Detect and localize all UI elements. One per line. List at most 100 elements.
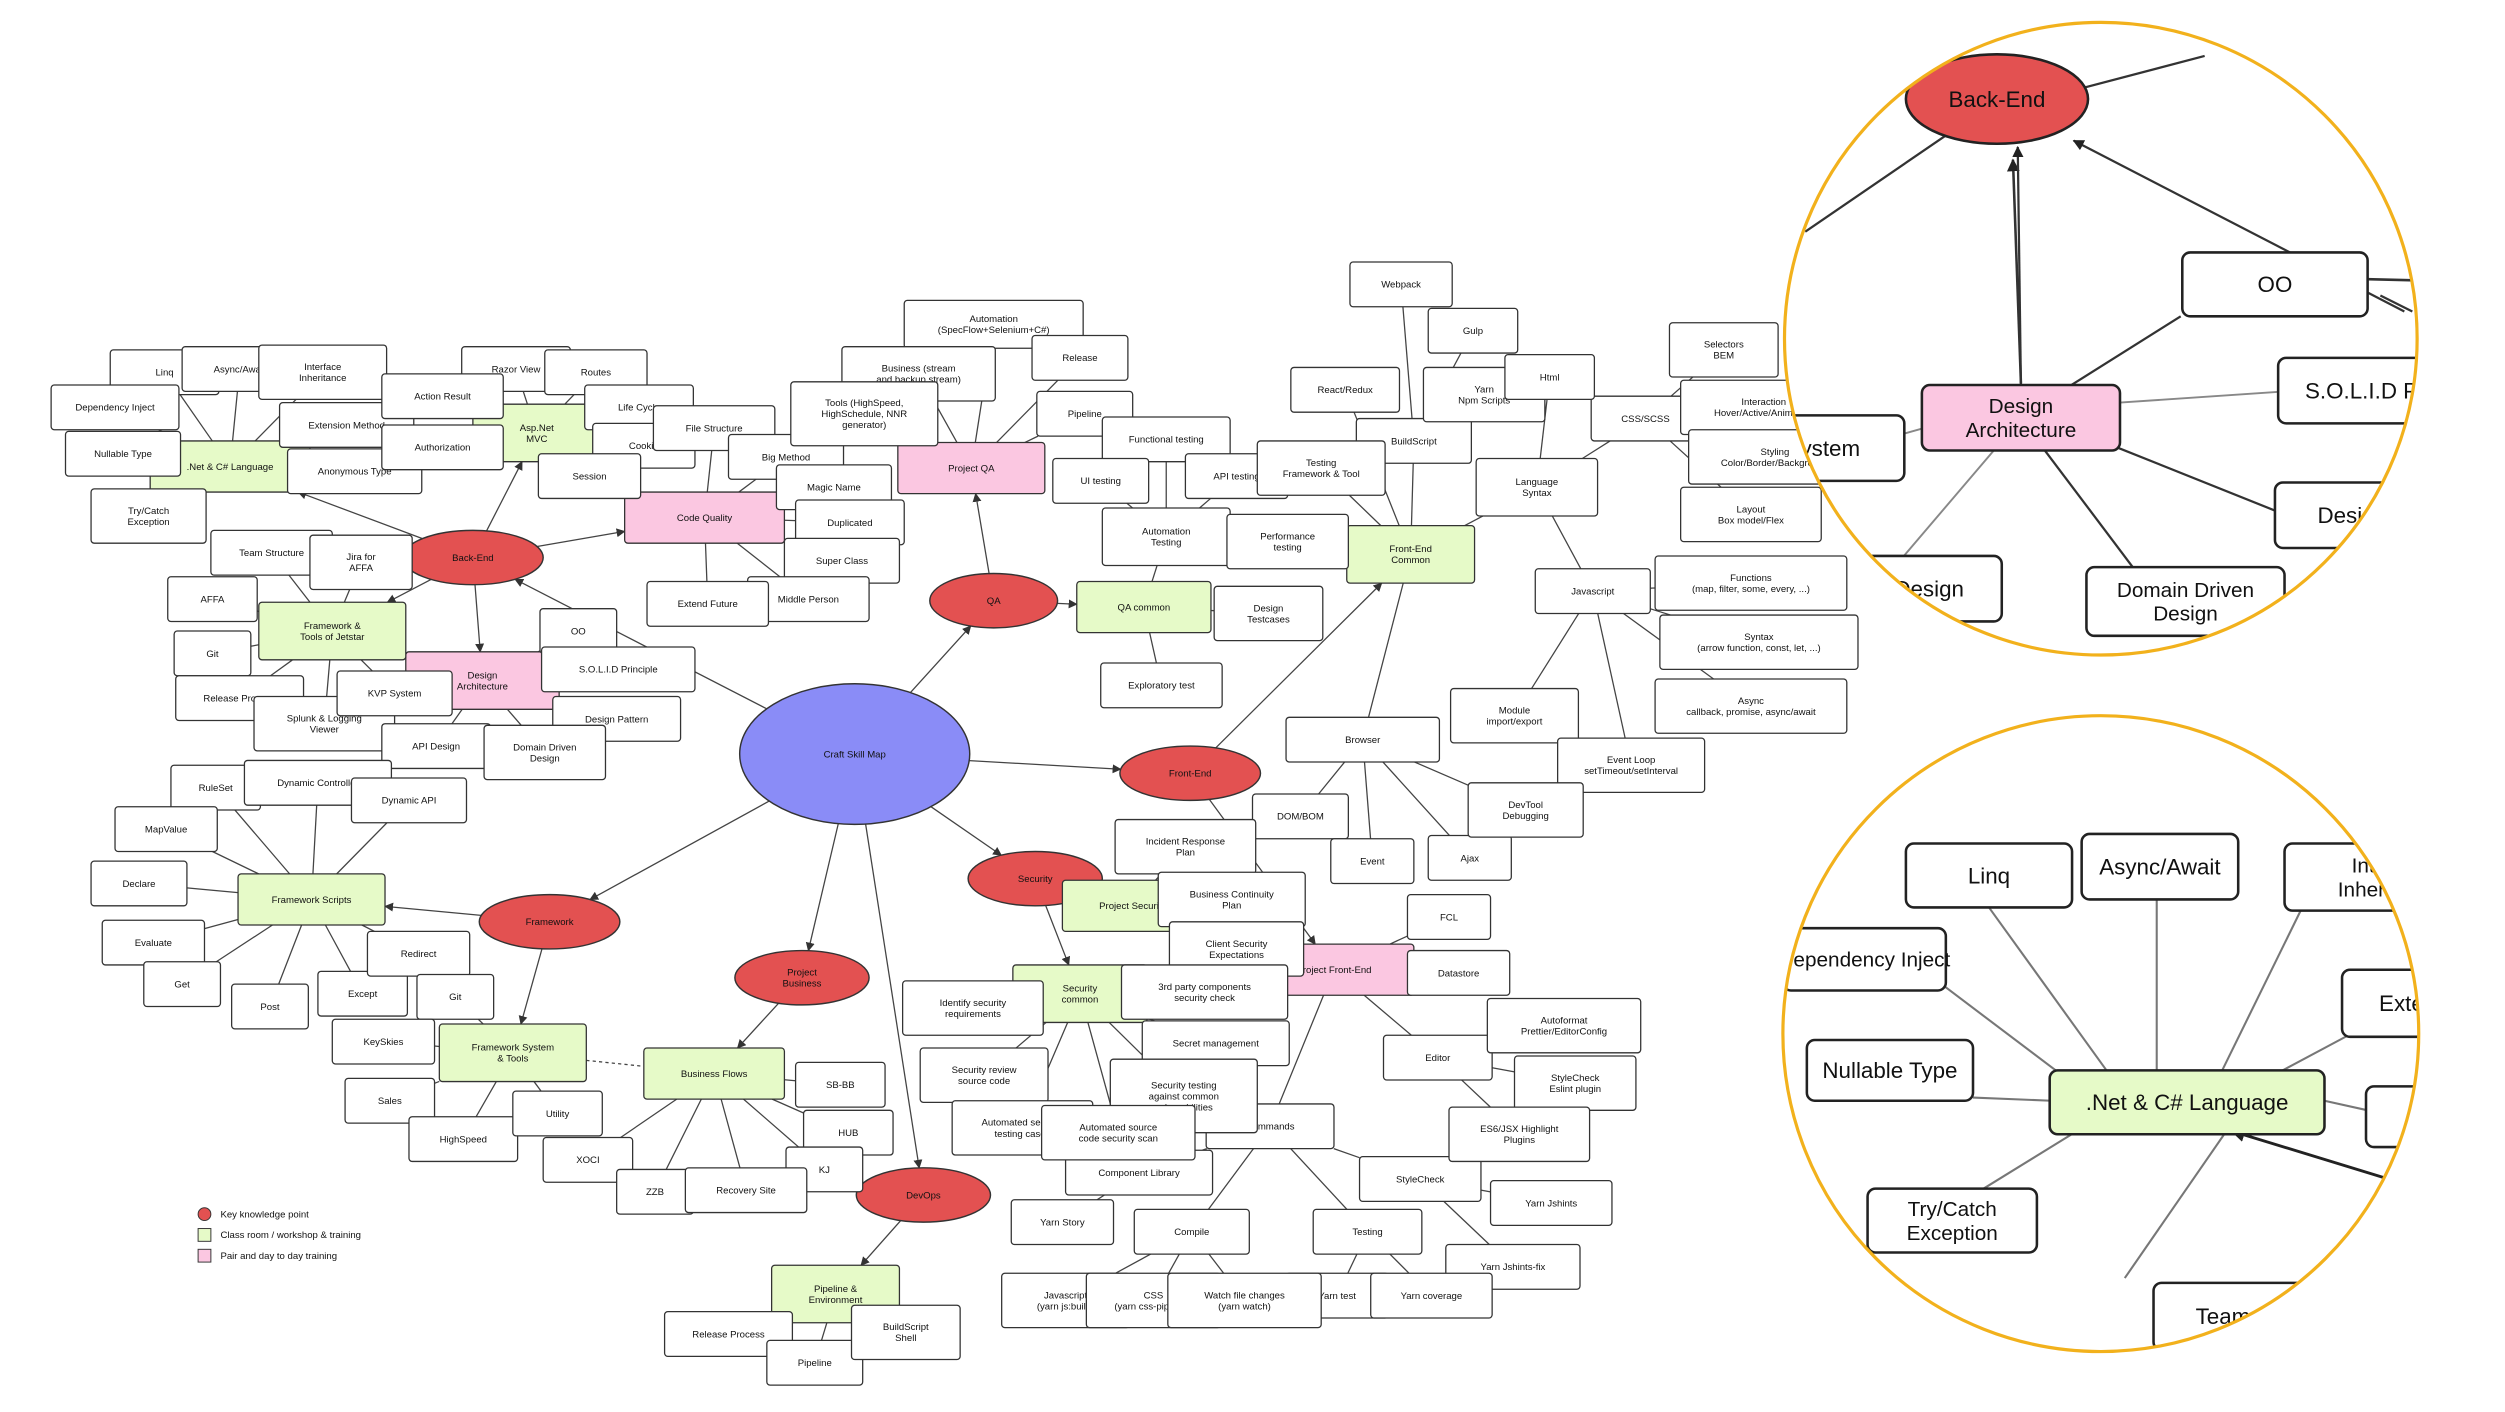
node-action-result[interactable]: Action Result (381, 373, 504, 420)
node-session[interactable]: Session (537, 453, 642, 500)
node-watch-file[interactable]: Watch file changes(yarn watch) (1167, 1272, 1322, 1329)
node-yarn-coverage[interactable]: Yarn coverage (1370, 1272, 1493, 1319)
node-release[interactable]: Release (1031, 334, 1129, 381)
node-editor[interactable]: Editor (1382, 1034, 1493, 1081)
node-html[interactable]: Html (1504, 354, 1596, 401)
node-browser[interactable]: Browser (1285, 716, 1441, 763)
node-git[interactable]: Git (173, 630, 252, 677)
node-center[interactable]: Craft Skill Map (738, 683, 971, 826)
node-fw-scripts[interactable]: Framework Scripts (237, 873, 386, 926)
node-qa[interactable]: QA (929, 572, 1059, 629)
node-recovery-site[interactable]: Recovery Site (684, 1167, 808, 1214)
node-api-design[interactable]: API Design (381, 723, 492, 770)
node-functional-testing[interactable]: Functional testing (1101, 416, 1231, 463)
node-extend-future[interactable]: Extend Future (646, 580, 770, 627)
node-javascript[interactable]: Javascript (1534, 568, 1651, 615)
node-post[interactable]: Post (231, 983, 309, 1030)
node-testing[interactable]: Testing (1312, 1208, 1423, 1255)
node-affa[interactable]: AFFA (167, 576, 258, 623)
node-nullable-type[interactable]: Nullable Type (64, 430, 182, 477)
node-react-redux[interactable]: React/Redux (1290, 366, 1401, 413)
node-pipeline-pl[interactable]: Pipeline (766, 1339, 864, 1386)
node-stylecheck[interactable]: StyleCheck (1358, 1156, 1482, 1203)
node-ui-testing[interactable]: UI testing (1052, 457, 1150, 504)
node-syntax[interactable]: Syntax(arrow function, const, let, ...) (1659, 614, 1859, 671)
node-sales[interactable]: Sales (344, 1077, 436, 1124)
node-sb-bb[interactable]: SB-BB (794, 1061, 886, 1108)
node-project-qa[interactable]: Project QA (897, 441, 1046, 495)
node-zzb[interactable]: ZZB (616, 1168, 694, 1215)
node-git-fw[interactable]: Git (416, 973, 495, 1020)
node-xoci[interactable]: XOCI (542, 1136, 634, 1183)
node-datastore[interactable]: Datastore (1406, 949, 1511, 996)
node-framework[interactable]: Framework (478, 893, 621, 950)
node-yarn-story[interactable]: Yarn Story (1010, 1199, 1115, 1246)
node-code-quality[interactable]: Code Quality (624, 491, 786, 544)
node-team-structure[interactable]: Team Structure (210, 529, 333, 576)
node-redirect[interactable]: Redirect (366, 930, 471, 977)
node-kvp-system[interactable]: KVP System (336, 670, 453, 717)
node-dom-bom[interactable]: DOM/BOM (1251, 793, 1349, 840)
node-highspeed[interactable]: HighSpeed (408, 1116, 519, 1163)
node-release-process-pl[interactable]: Release Process (663, 1310, 794, 1357)
node-gulp[interactable]: Gulp (1427, 307, 1519, 354)
node-devops[interactable]: DevOps (855, 1167, 992, 1223)
node-webpack[interactable]: Webpack (1349, 261, 1453, 308)
node-mapvalue[interactable]: MapValue (114, 806, 218, 853)
node-functions[interactable]: Functions(map, filter, some, every, ...) (1654, 555, 1848, 611)
node-utility[interactable]: Utility (512, 1090, 603, 1137)
node-fcl[interactable]: FCL (1406, 894, 1492, 941)
node-backend[interactable]: Back-End (401, 529, 544, 586)
node-ajax[interactable]: Ajax (1427, 834, 1512, 881)
node-solid[interactable]: S.O.L.I.D Principle (540, 646, 696, 693)
node-dynamic-api[interactable]: Dynamic API (350, 777, 468, 824)
node-yarn-jshints[interactable]: Yarn Jshints (1489, 1179, 1613, 1226)
node-event[interactable]: Event (1330, 838, 1415, 885)
node-fw-system[interactable]: Framework System& Tools (438, 1023, 587, 1083)
node-declare[interactable]: Declare (90, 860, 188, 907)
node-extension-method[interactable]: Extension Method (278, 401, 415, 448)
node-exploratory-test[interactable]: Exploratory test (1100, 662, 1223, 709)
node-super-class[interactable]: Super Class (783, 537, 901, 584)
node-dependency-inject[interactable]: Dependency Inject (50, 384, 180, 431)
node-except[interactable]: Except (317, 970, 409, 1017)
node-fw-tools-jetstar[interactable]: Framework &Tools of Jetstar (258, 601, 407, 661)
node-business-flows[interactable]: Business Flows (643, 1047, 786, 1100)
node-keyskies[interactable]: KeySkies (331, 1018, 436, 1065)
node-qa-common[interactable]: QA common (1076, 580, 1212, 634)
edge-compile-to-css-pipeline (1168, 1253, 1180, 1274)
node-frontend[interactable]: Front-End (1119, 745, 1262, 802)
node-evaluate[interactable]: Evaluate (101, 919, 206, 966)
node-get[interactable]: Get (143, 961, 222, 1008)
node-compile[interactable]: Compile (1133, 1208, 1250, 1255)
node-authorization[interactable]: Authorization (381, 424, 504, 471)
